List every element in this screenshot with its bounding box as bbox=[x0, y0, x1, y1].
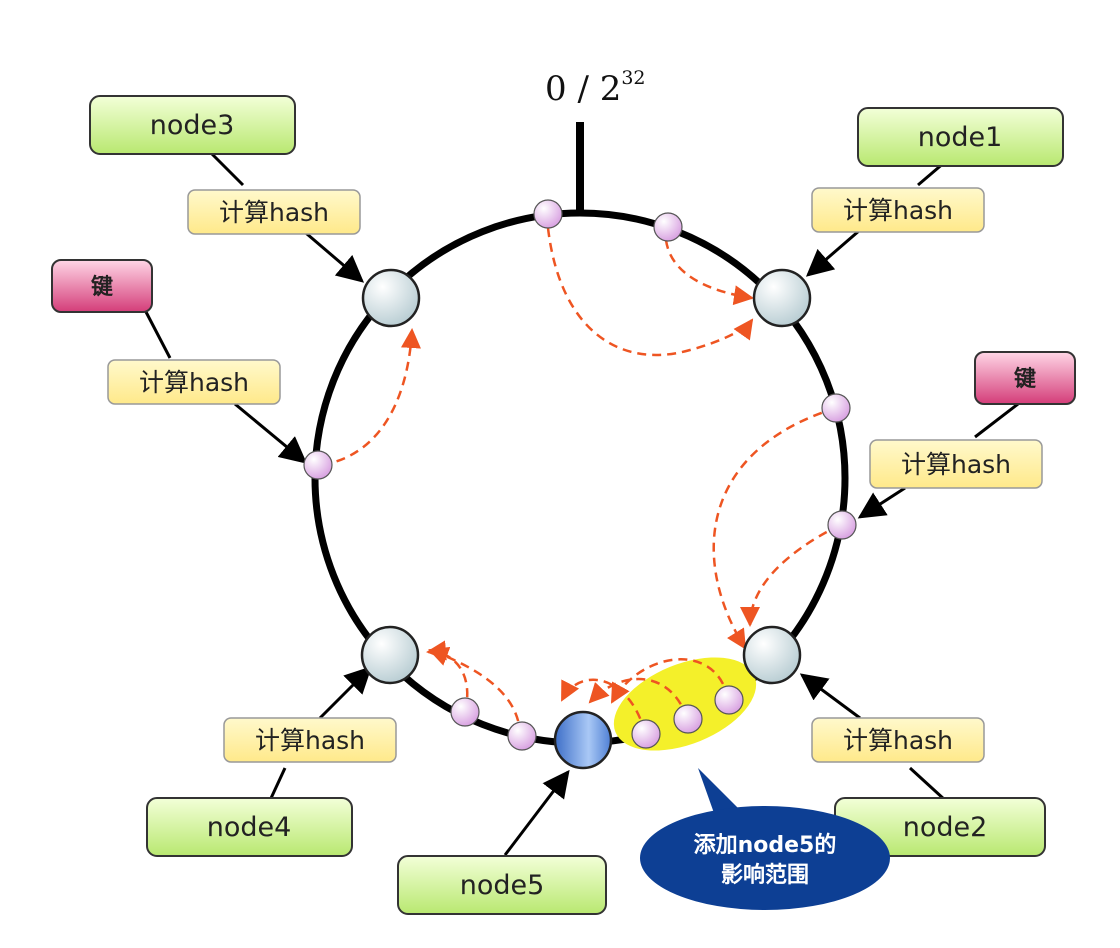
node3-box: node3 bbox=[89, 95, 296, 155]
node5-influence-callout: 添加node5的 影响范围 bbox=[640, 768, 890, 910]
node2-label: node2 bbox=[903, 812, 988, 843]
node4-label: node4 bbox=[207, 812, 292, 843]
hash-label: 计算hash bbox=[843, 726, 953, 755]
key-label: 键 bbox=[1014, 366, 1036, 392]
hash-box-node3: 计算hash bbox=[187, 189, 361, 235]
callout-line2: 影响范围 bbox=[721, 862, 809, 888]
node4-box: node4 bbox=[146, 797, 353, 857]
node3-label: node3 bbox=[150, 110, 235, 141]
key-label: 键 bbox=[91, 274, 113, 300]
key-box-right: 键 bbox=[974, 351, 1076, 405]
object-points bbox=[303, 199, 857, 751]
hash-box-node2: 计算hash bbox=[811, 717, 985, 763]
key-box-left: 键 bbox=[51, 259, 153, 313]
mapping-arrows bbox=[321, 227, 841, 737]
ring-origin-tick bbox=[576, 122, 584, 214]
node1-label: node1 bbox=[918, 122, 1003, 153]
hash-label: 计算hash bbox=[901, 450, 1011, 479]
hash-box-key-right: 计算hash bbox=[869, 439, 1043, 489]
server-node4-point bbox=[360, 625, 420, 685]
server-node2-point bbox=[742, 625, 802, 685]
server-node5-point bbox=[553, 710, 613, 770]
hash-label: 计算hash bbox=[139, 368, 249, 397]
node5-label: node5 bbox=[460, 870, 545, 901]
ring-origin-exponent: 32 bbox=[621, 67, 645, 89]
hash-box-node4: 计算hash bbox=[223, 717, 397, 763]
node5-box: node5 bbox=[397, 855, 607, 915]
hash-label: 计算hash bbox=[255, 726, 365, 755]
ring-origin-base: 0 / 2 bbox=[545, 69, 621, 109]
node1-box: node1 bbox=[857, 107, 1064, 167]
callout-line1: 添加node5的 bbox=[694, 832, 837, 858]
ring-origin-label: 0 / 232 bbox=[545, 67, 646, 109]
hash-label: 计算hash bbox=[843, 196, 953, 225]
hash-box-key-left: 计算hash bbox=[107, 359, 281, 405]
server-node3-point bbox=[361, 268, 421, 328]
hash-label: 计算hash bbox=[219, 198, 329, 227]
server-node1-point bbox=[752, 268, 812, 328]
hash-box-node1: 计算hash bbox=[811, 187, 985, 233]
